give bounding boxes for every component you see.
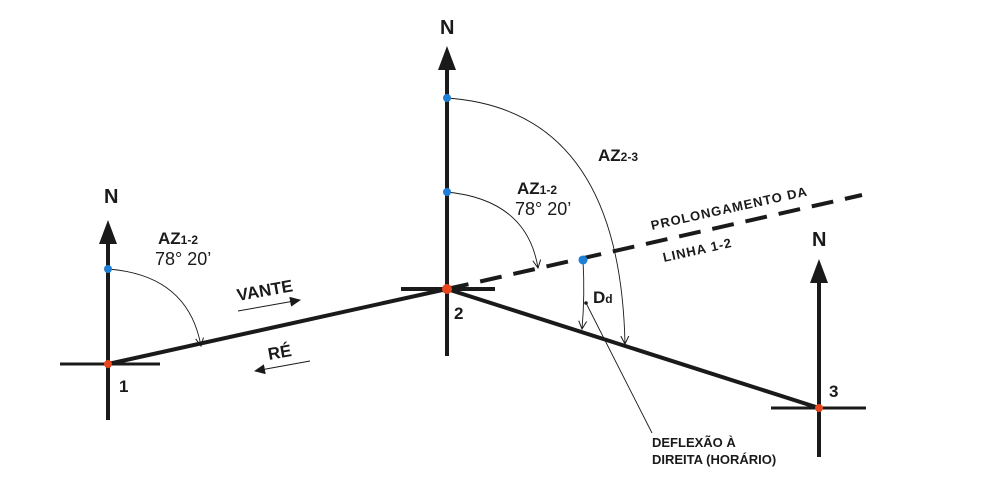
azimuth-arc-2-3	[446, 97, 625, 344]
station-point-1	[104, 360, 112, 368]
north-arrow-icon	[438, 46, 456, 70]
deflection-label: Dd	[593, 288, 613, 307]
station-label-3: 3	[829, 382, 838, 401]
north-arrow-icon	[99, 220, 117, 244]
re-arrow-icon	[254, 360, 311, 375]
vante-arrow-icon	[237, 296, 301, 312]
deflection-arc	[582, 259, 584, 329]
azimuth-arc-1	[107, 268, 201, 346]
line-1-2	[107, 287, 448, 366]
station-1	[60, 220, 160, 420]
arc-start-point-1	[104, 265, 112, 273]
deflection-note-line2: DIREITA (HORÁRIO)	[652, 452, 776, 467]
vante-label: VANTE	[235, 276, 294, 304]
re-label: RÉ	[266, 341, 293, 364]
azimuth-1-2-value-1: 78° 20’	[155, 249, 211, 269]
north-arrow-icon	[810, 259, 828, 283]
station-label-1: 1	[119, 377, 128, 396]
station-point-3	[815, 404, 823, 412]
north-label-1: N	[104, 186, 118, 208]
station-point-2	[442, 284, 452, 294]
station-3	[771, 259, 866, 457]
line-2-3	[446, 287, 820, 410]
station-2	[401, 46, 495, 356]
deflection-leader-line	[585, 302, 653, 434]
prolongation-label-line2: LINHA 1-2	[661, 235, 733, 265]
azimuth-arc-2-inner	[446, 191, 538, 268]
azimuth-1-2-value-2: 78° 20’	[515, 199, 571, 219]
north-label-2: N	[440, 17, 454, 39]
station-label-2: 2	[454, 304, 463, 323]
azimuth-1-2-label-1: AZ1-2	[158, 229, 198, 248]
leader-dot	[584, 301, 588, 305]
deflection-start-point	[578, 255, 588, 265]
north-label-3: N	[812, 229, 826, 251]
azimuth-1-2-label-2: AZ1-2	[517, 179, 557, 198]
deflection-note-line1: DEFLEXÃO À	[652, 435, 736, 450]
azimuth-2-3-label: AZ2-3	[598, 146, 638, 165]
arc-start-point-2-inner	[443, 188, 451, 196]
arc-start-point-2-outer	[443, 94, 451, 102]
prolongation-line-1-2	[446, 193, 863, 291]
